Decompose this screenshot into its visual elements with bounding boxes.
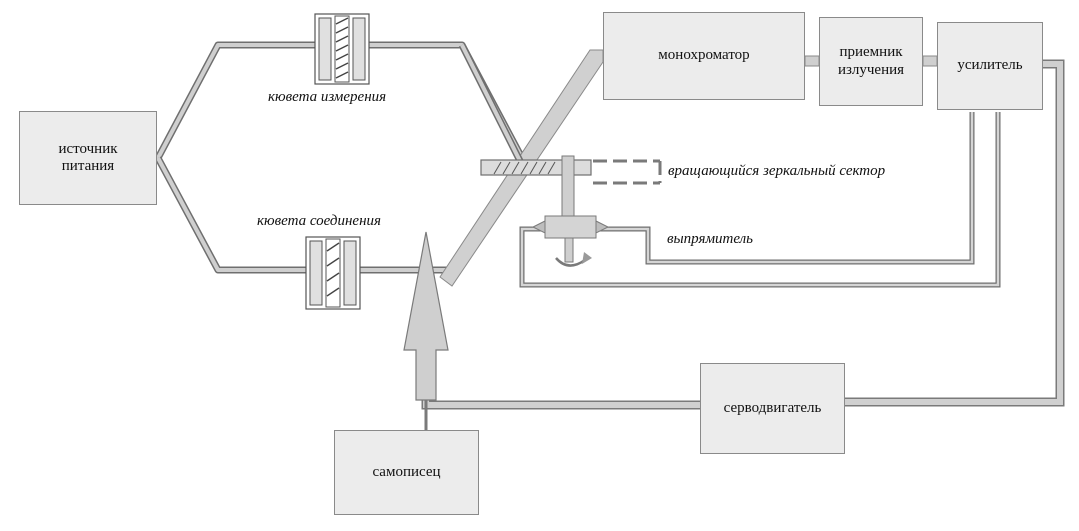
motor-right-arrowhead [595,220,610,234]
recorder-block: самописец [334,430,479,515]
motor-spindle [564,237,574,263]
sector-motor [544,215,597,239]
rotation-arrowhead [582,252,592,264]
servomotor-block: серводвигатель [700,363,845,454]
attenuator-arrow [403,231,449,401]
amplifier-to-servomotor-fill [845,61,1063,405]
radiation-receiver-block: приемник излучения [819,17,923,106]
motor-left-arrowhead [531,220,546,234]
servomotor-to-arrow [421,348,700,410]
amplifier-to-rectifier-line-1-fill [598,112,974,264]
compound-cuvette [305,236,361,310]
sample-beam-lower-fill [156,157,448,272]
sector-shaft [561,155,575,219]
measurement-cuvette-label: кювета измерения [268,89,387,105]
servomotor-to-arrow-fill [423,348,700,408]
amplifier-to-servomotor [845,59,1065,407]
amplifier-block: усилитель [937,22,1043,110]
measurement-cuvette [314,13,370,85]
power-source-block: источник питания [19,111,157,205]
amplifier-to-rectifier-line-1 [598,112,975,265]
mirror-sector-rotated-outline [593,159,662,185]
link-mono-receiver [804,55,820,67]
rectifier-label: выпрямитель [667,231,754,247]
monochromator-block: монохроматор [603,12,805,100]
link-receiver-amplifier [922,55,938,67]
compound-cuvette-label: кювета соединения [257,213,381,229]
rotating-mirror-sector-label: вращающийся зеркальный сектор [668,163,886,179]
upper-beam-to-sector-fill [460,44,524,166]
mirror-sector-hatching [493,161,556,175]
amplifier-to-rectifier-line-2 [519,112,1001,288]
amplifier-to-rectifier-line-2-fill [520,112,1000,287]
rotation-arrow [555,257,586,267]
